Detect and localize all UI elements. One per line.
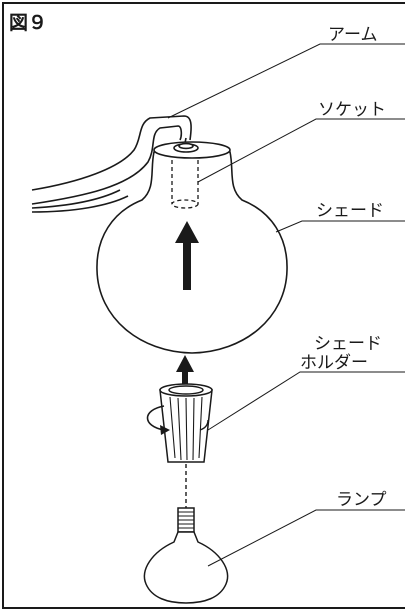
leader-lines <box>167 43 405 567</box>
arm <box>31 115 192 213</box>
shade-holder <box>146 355 213 463</box>
label-arm: アーム <box>328 25 377 45</box>
label-shade-holder-line1: シェード <box>314 334 382 354</box>
shade <box>96 141 288 354</box>
up-arrow-icon-small <box>176 355 194 386</box>
label-shade: シェード <box>316 201 384 221</box>
up-arrow-icon <box>175 221 199 290</box>
label-socket: ソケット <box>318 100 386 120</box>
label-lamp: ランプ <box>336 490 387 510</box>
lamp <box>143 507 229 604</box>
figure-title: 図９ <box>9 12 47 34</box>
label-shade-holder-line2: ホルダー <box>300 353 368 373</box>
